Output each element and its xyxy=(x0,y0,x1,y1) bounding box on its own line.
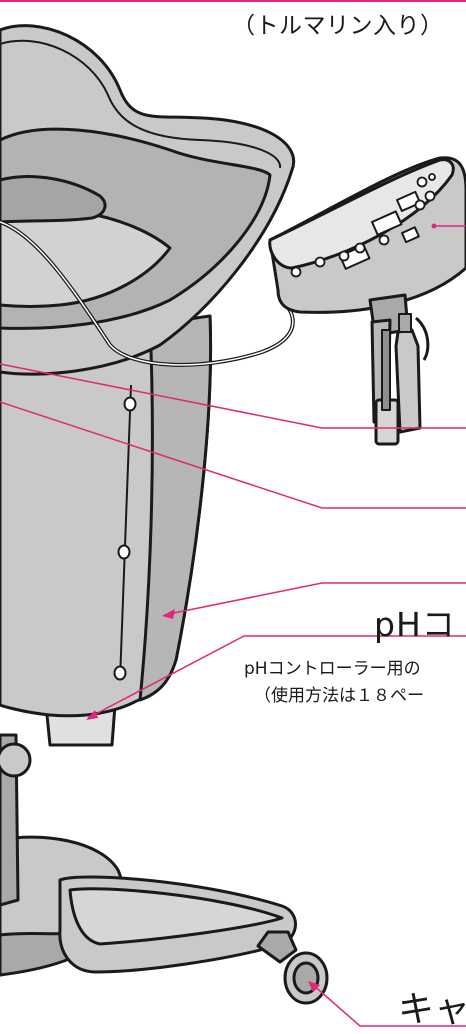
dot-controller xyxy=(431,223,437,229)
arrow-body xyxy=(162,609,175,619)
ph-controller-note-line2: （使用方法は１８ペー xyxy=(254,686,424,706)
caster-label: キャ xyxy=(398,989,466,1030)
ph-controller-note-line1: pHコントローラー用の xyxy=(244,659,421,679)
leader-body xyxy=(163,582,466,616)
tourmaline-caption: （トルマリン入り） xyxy=(232,13,444,39)
leader-caster xyxy=(311,983,466,1027)
arrow-caster xyxy=(308,981,320,992)
stand-base xyxy=(0,703,329,1005)
leader-lines xyxy=(0,225,466,1027)
arrow-foot xyxy=(86,710,98,720)
seat xyxy=(0,24,296,376)
ph-controller xyxy=(268,156,466,446)
leader-cable xyxy=(0,363,466,429)
leader-seat xyxy=(0,401,466,509)
leader-foot xyxy=(87,635,466,719)
main-body xyxy=(0,314,213,718)
body-seam-dots xyxy=(113,396,137,681)
ph-controller-heading: pHコ xyxy=(374,605,456,644)
leader-arrowheads xyxy=(86,223,437,992)
